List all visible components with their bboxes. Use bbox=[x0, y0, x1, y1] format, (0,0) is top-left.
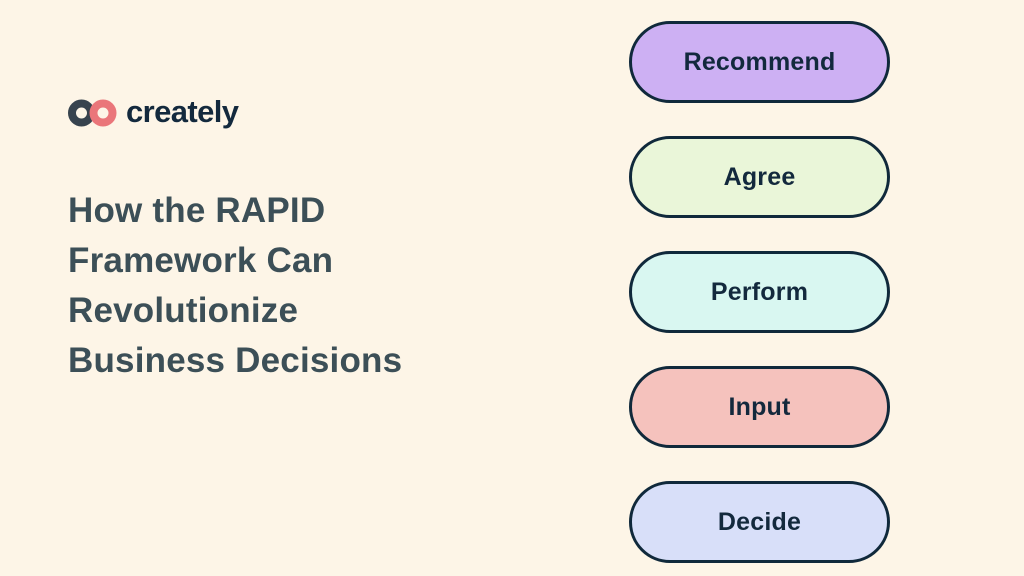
pill-input: Input bbox=[629, 366, 890, 448]
creately-rings-icon bbox=[68, 99, 117, 127]
pill-perform: Perform bbox=[629, 251, 890, 333]
page-title-line-4: Business Decisions bbox=[68, 341, 403, 380]
page-title-line-3: Revolutionize bbox=[68, 291, 299, 330]
page-title: How the RAPID Framework Can Revolutioniz… bbox=[68, 186, 402, 386]
pill-agree-label: Agree bbox=[723, 162, 796, 191]
pill-perform-label: Perform bbox=[710, 277, 809, 306]
pill-agree: Agree bbox=[629, 136, 890, 218]
creately-logo: creately bbox=[68, 94, 239, 130]
page-title-line-1: How the RAPID bbox=[68, 191, 326, 230]
pill-recommend: Recommend bbox=[629, 21, 890, 103]
pill-input-label: Input bbox=[728, 392, 791, 421]
rapid-pill-list: Recommend Agree Perform Input Decide bbox=[629, 21, 890, 563]
logo-ring-right bbox=[89, 99, 117, 127]
pill-recommend-label: Recommend bbox=[683, 47, 836, 76]
pill-decide-label: Decide bbox=[717, 507, 802, 536]
brand-wordmark: creately bbox=[126, 94, 239, 129]
logo-ring-left bbox=[68, 99, 95, 127]
page-title-line-2: Framework Can bbox=[68, 241, 334, 280]
pill-decide: Decide bbox=[629, 481, 890, 563]
